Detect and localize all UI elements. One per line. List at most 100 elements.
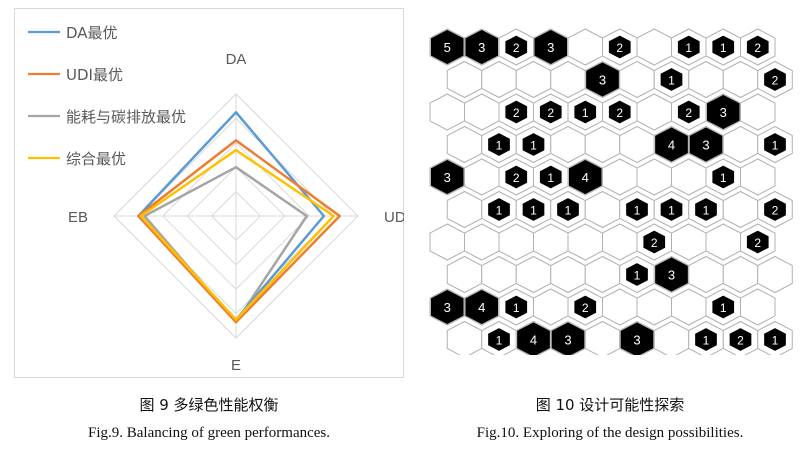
hex-value-label: 3 [478, 40, 485, 55]
hex-value-label: 1 [703, 204, 710, 218]
hex-cell [740, 93, 776, 131]
hex-filled-mark [430, 289, 464, 325]
hex-cell [584, 190, 621, 229]
hex-filled-mark [746, 35, 769, 59]
hex-value-label: 5 [444, 40, 451, 55]
hex-cell [636, 93, 672, 131]
hex-value-label: 1 [685, 41, 692, 55]
hex-cell [429, 223, 465, 261]
hex-value-label: 3 [564, 333, 571, 348]
hex-filled-mark [488, 133, 510, 156]
radar-series-line [139, 148, 335, 321]
hex-filled-mark [557, 198, 579, 221]
fig9-caption-cn: 图 9 多绿色性能权衡 [139, 396, 279, 414]
hex-filled-mark [620, 322, 654, 355]
hex-filled-mark [643, 230, 666, 254]
fig10-caption-cn: 图 10 设计可能性探索 [535, 396, 685, 414]
hex-filled-mark [695, 328, 717, 351]
hex-filled-mark [746, 230, 769, 254]
hex-value-label: 1 [530, 204, 537, 218]
hex-cell [567, 28, 603, 66]
hex-value-label: 1 [720, 301, 727, 315]
hex-filled-mark [568, 159, 602, 195]
hex-filled-mark [764, 198, 786, 221]
hex-value-label: 3 [633, 333, 640, 348]
hex-cell [446, 125, 483, 164]
hex-cell [722, 255, 759, 294]
hex-filled-mark [574, 100, 597, 124]
hex-filled-mark [712, 165, 735, 189]
hex-filled-mark [660, 68, 683, 91]
hex-value-label: 1 [582, 106, 589, 120]
radar-series-line [137, 139, 341, 324]
hex-cell [481, 255, 517, 294]
hex-cell [671, 158, 707, 196]
hex-value-label: 2 [772, 74, 779, 88]
hex-filled-mark [539, 165, 562, 189]
fig10-caption-en: Fig.10. Exploring of the design possibil… [476, 425, 744, 441]
hex-value-label: 1 [547, 171, 554, 185]
hex-cell [688, 60, 724, 99]
hex-cell [584, 255, 621, 294]
hex-filled-mark [655, 127, 688, 162]
hex-filled-mark [505, 100, 528, 124]
hex-filled-mark [488, 328, 510, 351]
hex-filled-mark [695, 198, 717, 221]
hex-value-label: 2 [754, 236, 761, 250]
hex-filled-mark [764, 68, 786, 91]
legend-label: 能耗与碳排放最优 [66, 108, 186, 126]
hex-cell [533, 223, 569, 261]
hex-cell [602, 223, 638, 261]
radar-axis-label: E [231, 357, 241, 374]
hex-cell [446, 320, 483, 355]
hex-cell [653, 320, 690, 355]
hex-filled-mark [522, 133, 545, 156]
hex-value-label: 1 [530, 139, 537, 153]
hex-filled-mark [677, 100, 700, 124]
hex-value-label: 2 [513, 171, 520, 185]
hex-value-label: 2 [513, 106, 520, 120]
hex-cell [498, 223, 534, 261]
hex-filled-mark [626, 198, 648, 221]
hex-value-label: 1 [565, 204, 572, 218]
hex-filled-mark [465, 289, 499, 325]
hex-value-label: 4 [530, 333, 537, 348]
hex-filled-mark [522, 198, 545, 221]
hex-cell [722, 190, 759, 229]
hex-filled-mark [660, 198, 683, 221]
radar-axis-label: DA [226, 51, 247, 68]
legend-label: 综合最优 [66, 150, 126, 168]
hex-cell [464, 223, 500, 261]
hex-value-label: 1 [772, 334, 779, 348]
hex-cell [636, 158, 672, 196]
hex-value-label: 1 [668, 204, 675, 218]
hex-filled-mark [764, 328, 786, 351]
hex-cell [584, 320, 621, 355]
hex-cell [636, 288, 672, 326]
hex-cell [602, 158, 638, 196]
hex-cell [740, 288, 776, 326]
hex-filled-mark [729, 328, 752, 351]
hex-filled-mark [551, 322, 585, 355]
hex-cell [550, 125, 586, 164]
hex-filled-mark [539, 100, 562, 124]
hex-filled-mark [534, 29, 568, 65]
hex-value-label: 3 [720, 105, 727, 120]
hex-cell [429, 93, 465, 131]
hex-value-label: 2 [582, 301, 589, 315]
hex-value-label: 1 [720, 171, 727, 185]
radar-chart: DAUDIEEBDA最优UDI最优能耗与碳排放最优综合最优 [14, 8, 404, 378]
hex-cell [602, 288, 638, 326]
hex-filled-mark [712, 295, 735, 319]
hex-filled-mark [712, 35, 735, 59]
hex-filled-mark [505, 165, 528, 189]
hex-cell [619, 60, 655, 99]
hex-value-label: 2 [547, 106, 554, 120]
hex-cell [446, 255, 483, 294]
hex-value-label: 3 [702, 138, 709, 153]
hex-filled-mark [608, 100, 631, 124]
hex-cell [584, 125, 621, 164]
hex-value-label: 1 [703, 334, 710, 348]
hex-value-label: 1 [496, 204, 503, 218]
